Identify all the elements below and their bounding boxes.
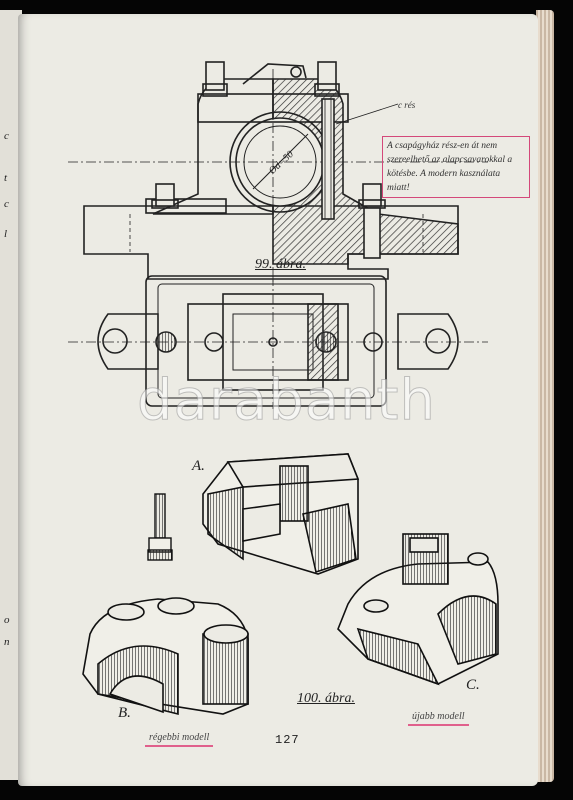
plan-outer <box>145 275 387 407</box>
margin-mark: l <box>4 228 8 240</box>
figure-99-caption: 99. ábra. <box>255 257 306 272</box>
oil-lid <box>242 63 307 85</box>
book-page: Ød=50 <box>4 14 538 786</box>
part-b-label: B. <box>118 705 131 721</box>
part-b-drawing <box>82 597 249 716</box>
base-bolt-right <box>362 183 382 207</box>
technical-drawing: Ød=50 <box>68 61 499 716</box>
figure-100-caption: 100. ábra. <box>297 691 355 706</box>
part-a-label: A. <box>192 458 205 474</box>
bearing-plan-drawing <box>68 275 488 409</box>
margin-mark: o <box>4 614 10 626</box>
page-stack-edge <box>536 10 554 782</box>
old-model-note: régebbi modell <box>145 732 214 747</box>
cap-bolt-right <box>317 61 337 91</box>
handwritten-annotation-box: A csapágyház rész-en át nem szereelhető … <box>382 136 530 198</box>
watermark: darabanth <box>136 368 436 434</box>
page-number: 127 <box>275 733 300 747</box>
part-c-drawing <box>337 533 499 686</box>
previous-page-edge <box>0 10 22 780</box>
margin-mark: c <box>4 130 9 142</box>
c-note-label: c rés <box>398 100 416 110</box>
bearing-cap <box>197 93 349 123</box>
part-c-label: C. <box>466 677 480 693</box>
plan-base-left <box>97 313 159 370</box>
base-bolt-left <box>155 183 175 207</box>
new-model-note: újabb modell <box>408 711 469 726</box>
pin-drawing <box>147 493 173 561</box>
part-a-drawing <box>202 453 360 575</box>
cap-bolt-left <box>205 61 225 91</box>
margin-mark: t <box>4 172 8 184</box>
plan-base-right <box>397 313 459 370</box>
margin-mark: n <box>4 636 10 648</box>
bearing-elevation-drawing <box>68 61 488 284</box>
margin-mark: c <box>4 198 9 210</box>
